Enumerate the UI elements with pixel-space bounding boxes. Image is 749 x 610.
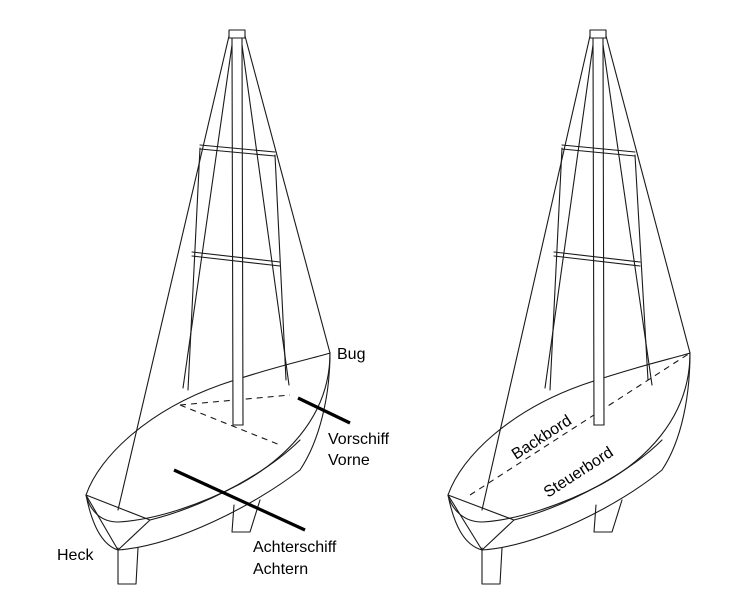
left-transom [86, 495, 118, 550]
left-pointer-aftship [174, 470, 305, 530]
right-deck [448, 353, 690, 522]
left-hull-chine [150, 440, 300, 520]
right-shroud-2 [603, 45, 652, 385]
right-hull-side [448, 353, 690, 550]
label-forward: Vorne [328, 452, 370, 469]
left-mast [232, 38, 243, 425]
left-backstay [118, 36, 229, 510]
right-boat: Backbord Steuerbord [448, 30, 690, 584]
label-starboard: Steuerbord [541, 444, 617, 501]
right-mast-head [590, 30, 606, 38]
label-foreship: Vorschiff [328, 431, 390, 448]
label-bow: Bug [337, 346, 365, 363]
left-shroud-2 [242, 45, 289, 385]
right-mast [593, 38, 604, 425]
left-boat: Bug Vorschiff Vorne Heck Achterschiff Ac… [57, 30, 390, 584]
left-deck [86, 353, 330, 522]
left-mast-head [229, 30, 245, 38]
right-transom [448, 495, 482, 550]
left-forestay [245, 36, 330, 353]
right-rudder [482, 548, 502, 584]
left-pointer-foreship [298, 398, 350, 423]
label-aft: Achtern [253, 561, 308, 578]
right-forestay [606, 36, 690, 353]
label-port: Backbord [509, 412, 575, 463]
left-rudder [118, 548, 138, 584]
left-cabin-bottom [180, 405, 280, 445]
right-keel [594, 500, 622, 532]
left-shroud-4 [275, 155, 286, 380]
label-aftship: Achterschiff [253, 539, 337, 556]
label-stern: Heck [57, 547, 94, 564]
left-hull-side [86, 353, 330, 550]
